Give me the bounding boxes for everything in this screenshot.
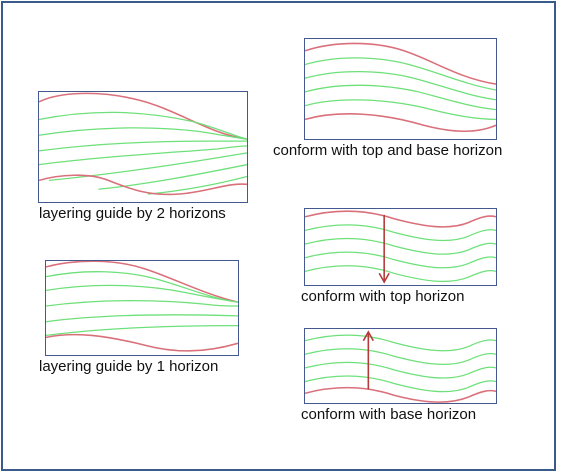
conform-base-svg — [305, 330, 496, 403]
down-arrow-head — [378, 272, 390, 284]
layer-line — [39, 127, 247, 140]
layer-line — [305, 70, 496, 101]
conform-top-base-svg — [305, 42, 496, 132]
layer-line — [305, 361, 496, 379]
base-horizon — [39, 174, 247, 196]
layer-line — [46, 284, 238, 303]
caption-conform-top-base: conform with top and base horizon — [273, 142, 503, 159]
panel-conform-top — [304, 208, 497, 286]
layer-line — [46, 324, 238, 337]
layer-line — [39, 140, 247, 152]
layer-line — [305, 334, 496, 352]
layer-line — [305, 251, 496, 269]
layer-line — [305, 57, 496, 91]
caption-conform-top: conform with top horizon — [301, 288, 465, 305]
layer-line — [46, 300, 238, 307]
base-horizon — [46, 333, 238, 352]
layer-line — [305, 224, 496, 242]
top-horizon — [305, 210, 496, 228]
panel-guide-one-horizon — [45, 260, 239, 356]
top-horizon — [46, 261, 238, 303]
layer-line — [147, 175, 247, 195]
conform-top-svg — [305, 210, 496, 284]
panel-conform-top-base — [304, 38, 497, 140]
panel-conform-base — [304, 328, 497, 404]
up-arrow-head — [362, 330, 374, 342]
caption-conform-base: conform with base horizon — [301, 406, 477, 423]
layer-line — [305, 375, 496, 393]
caption-guide-one: layering guide by 1 horizon — [39, 358, 219, 375]
layer-line — [305, 237, 496, 255]
layer-line — [305, 84, 496, 111]
panel-guide-two-horizons — [38, 91, 248, 203]
layer-line — [39, 145, 247, 166]
base-horizon — [305, 386, 496, 403]
guide-two-svg — [39, 92, 247, 196]
base-horizon — [305, 113, 496, 132]
layer-line — [305, 348, 496, 365]
guide-one-svg — [46, 261, 238, 352]
layer-line — [305, 99, 496, 121]
layer-line — [46, 314, 238, 323]
layer-line — [46, 271, 238, 303]
top-horizon — [39, 92, 247, 140]
diagram-frame: layering guide by 2 horizons layering gu… — [1, 1, 556, 471]
caption-guide-two: layering guide by 2 horizons — [39, 205, 226, 222]
layer-line — [305, 265, 496, 283]
layer-line — [39, 111, 247, 140]
top-horizon — [305, 42, 496, 85]
layer-line — [98, 164, 247, 190]
layer-line — [48, 152, 247, 182]
